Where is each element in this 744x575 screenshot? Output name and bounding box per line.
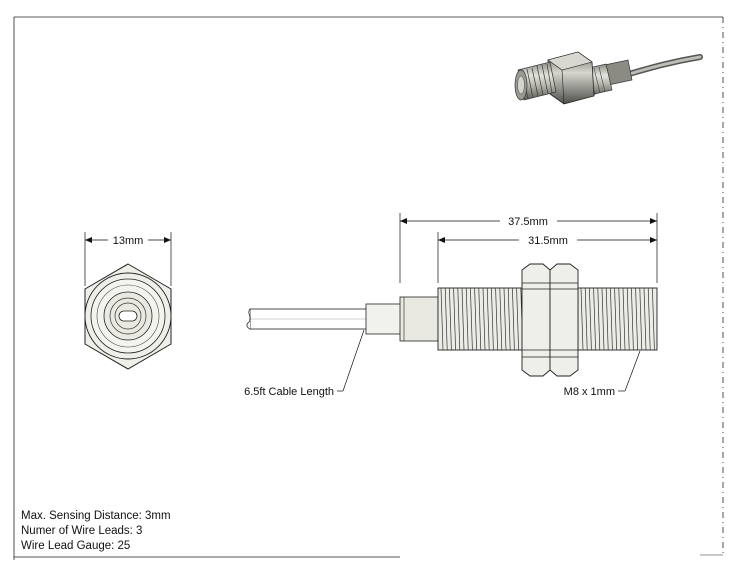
hex-width-label: 13mm (113, 235, 144, 247)
side-view-threaded-body (437, 287, 658, 351)
thread-spec-label: M8 x 1mm (564, 386, 615, 398)
thread-length-label: 31.5mm (528, 235, 568, 247)
overall-length-dimension (399, 213, 658, 283)
sheet-frame (13, 16, 724, 560)
product-iso-image (514, 51, 703, 105)
spec-sensing-distance: Max. Sensing Distance: 3mm (21, 510, 171, 522)
side-view-cable (246, 308, 369, 330)
cable-length-label: 6.5ft Cable Length (244, 386, 334, 398)
hex-width-dimension (84, 232, 172, 286)
side-view-sleeve (365, 296, 439, 342)
overall-length-label: 37.5mm (508, 216, 548, 228)
end-view (84, 263, 172, 370)
thread-length-dimension (437, 232, 657, 283)
thread-spec-leader (618, 350, 641, 392)
spec-wire-gauge: Wire Lead Gauge: 25 (21, 540, 131, 552)
side-view-nuts (521, 263, 579, 377)
spec-wire-leads: Numer of Wire Leads: 3 (21, 525, 143, 537)
cable-length-leader (337, 329, 365, 392)
